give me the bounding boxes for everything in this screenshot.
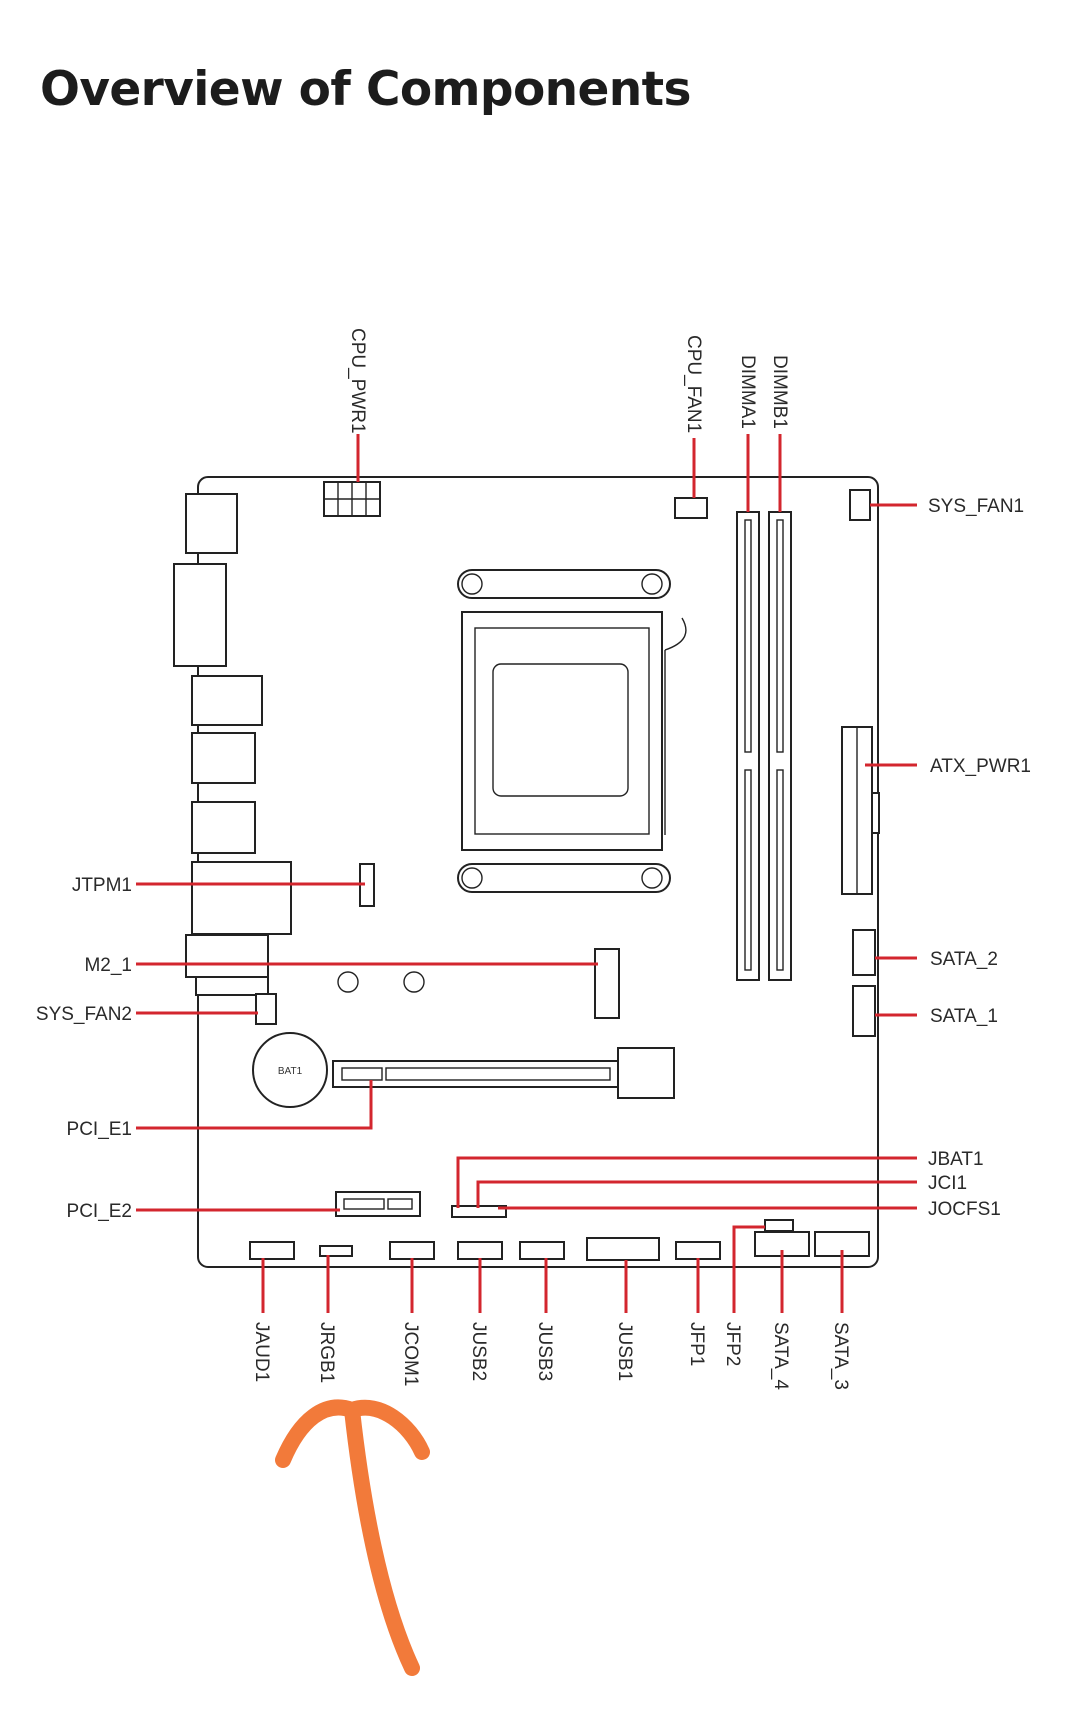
sata1-port bbox=[852, 985, 876, 1037]
label-jusb1: JUSB1 bbox=[614, 1322, 635, 1381]
label-jtpm1: JTPM1 bbox=[72, 875, 132, 896]
jusb2-header bbox=[457, 1241, 503, 1260]
annotation-arrow-icon bbox=[275, 1399, 430, 1676]
jusb1-header bbox=[586, 1237, 660, 1261]
label-jci1: JCI1 bbox=[928, 1173, 967, 1194]
cmos-battery: BAT1 bbox=[252, 1032, 328, 1108]
label-jfp1: JFP1 bbox=[686, 1322, 707, 1366]
label-jbat1: JBAT1 bbox=[928, 1149, 984, 1170]
label-dimma1: DIMMA1 bbox=[737, 355, 758, 429]
rear-io-panel bbox=[173, 493, 292, 996]
label-jusb2: JUSB2 bbox=[468, 1322, 489, 1381]
jfp1-header bbox=[675, 1241, 721, 1260]
cpu-fan-header bbox=[674, 497, 708, 519]
label-jaud1: JAUD1 bbox=[251, 1322, 272, 1382]
m2-slot bbox=[594, 948, 620, 1019]
standoff-hole bbox=[337, 971, 359, 993]
label-sata-3: SATA_3 bbox=[830, 1322, 851, 1390]
cpu-socket bbox=[457, 569, 687, 893]
jusb3-header bbox=[519, 1241, 565, 1260]
atx-power-connector bbox=[841, 726, 880, 895]
label-sys-fan2: SYS_FAN2 bbox=[36, 1004, 132, 1025]
pcie-x16-slot bbox=[332, 1047, 675, 1099]
battery-label: BAT1 bbox=[278, 1066, 303, 1077]
label-pci-e1: PCI_E1 bbox=[67, 1119, 132, 1140]
standoff-hole bbox=[403, 971, 425, 993]
page-title: Overview of Components bbox=[40, 62, 691, 117]
label-dimmb1: DIMMB1 bbox=[769, 355, 790, 429]
jaud1-header bbox=[249, 1241, 295, 1260]
dimm-slots bbox=[736, 511, 792, 981]
jcom1-header bbox=[389, 1241, 435, 1260]
label-cpu-fan1: CPU_FAN1 bbox=[683, 335, 704, 433]
cpu-power-connector bbox=[323, 481, 381, 517]
leader-lines bbox=[136, 434, 917, 1313]
sys-fan2-header bbox=[255, 993, 277, 1025]
label-sata-4: SATA_4 bbox=[770, 1322, 791, 1390]
label-cpu-pwr1: CPU_PWR1 bbox=[347, 328, 368, 434]
jrgb1-header bbox=[319, 1245, 353, 1257]
label-jfp2: JFP2 bbox=[722, 1322, 743, 1366]
sata2-port bbox=[852, 929, 876, 976]
label-jusb3: JUSB3 bbox=[534, 1322, 555, 1381]
label-m2-1: M2_1 bbox=[84, 955, 132, 976]
label-jcom1: JCOM1 bbox=[400, 1322, 421, 1386]
label-jocfs1: JOCFS1 bbox=[928, 1199, 1001, 1220]
sys-fan1-header bbox=[849, 489, 871, 521]
label-pci-e2: PCI_E2 bbox=[67, 1201, 132, 1222]
label-jrgb1: JRGB1 bbox=[316, 1322, 337, 1383]
jfp2-header bbox=[764, 1219, 794, 1232]
label-sata-1: SATA_1 bbox=[930, 1006, 998, 1027]
label-sys-fan1: SYS_FAN1 bbox=[928, 496, 1024, 517]
pcie-x1-slot bbox=[335, 1191, 421, 1217]
label-sata-2: SATA_2 bbox=[930, 949, 998, 970]
label-atx-pwr1: ATX_PWR1 bbox=[930, 756, 1031, 777]
